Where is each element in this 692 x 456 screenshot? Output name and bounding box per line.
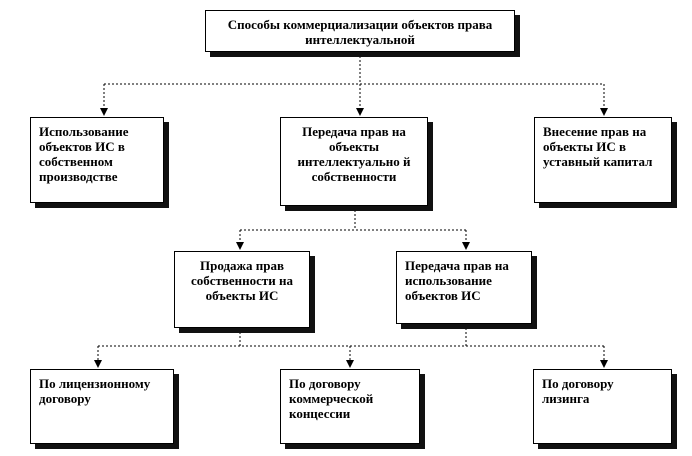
- node-use-transfer: Передача прав на использование объектов …: [396, 251, 532, 324]
- node-use-transfer-label: Передача прав на использование объектов …: [405, 258, 509, 303]
- arrow-to-sale: [236, 242, 244, 250]
- node-capital: Внесение прав на объекты ИС в уставный к…: [534, 117, 672, 203]
- node-sale-label: Продажа прав собственности на объекты ИС: [190, 258, 294, 303]
- node-root-label: Способы коммерциализации объектов права …: [227, 17, 493, 47]
- arrow-to-license: [94, 360, 102, 368]
- arrow-to-leasing: [600, 360, 608, 368]
- node-transfer-rights-label: Передача прав на объекты интеллектуально…: [297, 124, 411, 184]
- node-own-use: Использование объектов ИС в собственном …: [30, 117, 164, 203]
- node-leasing: По договору лизинга: [533, 369, 672, 444]
- node-capital-label: Внесение прав на объекты ИС в уставный к…: [543, 124, 653, 169]
- node-concession-label: По договору коммерческой концессии: [289, 376, 374, 421]
- node-root: Способы коммерциализации объектов права …: [205, 10, 515, 52]
- arrow-to-transfer-rights: [356, 108, 364, 116]
- node-transfer-rights: Передача прав на объекты интеллектуально…: [280, 117, 428, 206]
- node-leasing-label: По договору лизинга: [542, 376, 614, 406]
- node-own-use-label: Использование объектов ИС в собственном …: [39, 124, 129, 184]
- arrow-to-concession: [346, 360, 354, 368]
- arrow-to-capital: [600, 108, 608, 116]
- arrow-to-use-transfer: [462, 242, 470, 250]
- node-license-label: По лицензионному договору: [39, 376, 151, 406]
- node-concession: По договору коммерческой концессии: [280, 369, 420, 444]
- node-license: По лицензионному договору: [30, 369, 174, 444]
- arrow-to-own-use: [100, 108, 108, 116]
- node-sale: Продажа прав собственности на объекты ИС: [174, 251, 310, 328]
